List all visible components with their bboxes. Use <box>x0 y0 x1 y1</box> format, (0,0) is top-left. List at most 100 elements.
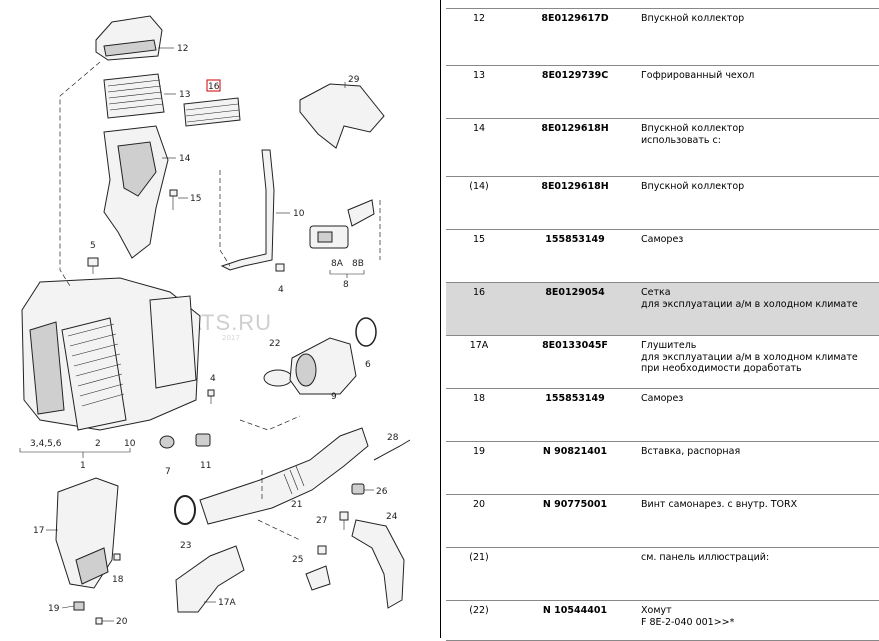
part-20-screw[interactable] <box>95 617 103 625</box>
position-cell: 14 <box>446 118 512 177</box>
table-row[interactable]: 15 155853149 Саморез <box>446 229 879 283</box>
description-cell: Хомут F 8E-2-040 001>>* <box>638 600 879 641</box>
part-number-cell[interactable]: 8E0129617D <box>512 8 638 66</box>
callout-21: 21 <box>291 500 302 510</box>
table-row[interactable]: 20 N 90775001 Винт самонарез. с внутр. T… <box>446 494 879 548</box>
table-row-selected[interactable]: 16 8E0129054 Сетка для эксплуатации а/м … <box>446 282 879 336</box>
part-number-cell[interactable]: N 90775001 <box>512 494 638 548</box>
part-22-clamp[interactable] <box>263 369 293 387</box>
part-5-bolt[interactable] <box>87 257 99 274</box>
callout-16-box <box>206 79 221 92</box>
part-27-screw[interactable] <box>339 511 349 530</box>
part-number-cell[interactable]: 8E0129618H <box>512 118 638 177</box>
callout-13: 13 <box>179 90 190 100</box>
part-number-cell[interactable]: 8E0129739C <box>512 65 638 119</box>
part-17A-silencer[interactable] <box>175 545 245 613</box>
callout-14: 14 <box>179 154 191 164</box>
callout-3-4-5-6: 3,4,5,6 <box>30 439 62 449</box>
callout-10-lower: 10 <box>124 439 136 449</box>
position-cell: 19 <box>446 441 512 495</box>
part-number-cell[interactable]: N 10544401 <box>512 600 638 641</box>
callout-7: 7 <box>165 467 171 477</box>
part-17-air-duct[interactable] <box>55 477 119 589</box>
part-24-hose[interactable] <box>351 519 405 609</box>
description-cell: Впускной коллектор <box>638 176 879 230</box>
part-26-grommet[interactable] <box>351 483 365 495</box>
part-19-spacer[interactable] <box>73 601 85 611</box>
table-row[interactable]: 17A 8E0133045F Глушитель для эксплуатаци… <box>446 335 879 389</box>
panel-divider <box>440 0 441 638</box>
description-cell: Впускной коллектор <box>638 8 879 66</box>
part-6-seal-ring[interactable] <box>355 317 377 347</box>
callout-20: 20 <box>116 617 128 627</box>
description-cell: Гофрированный чехол <box>638 65 879 119</box>
description-cell: см. панель иллюстраций: <box>638 547 879 601</box>
callout-5: 5 <box>90 241 96 251</box>
table-row[interactable]: (14) 8E0129618H Впускной коллектор <box>446 176 879 230</box>
part-14-intake-duct[interactable] <box>103 125 169 259</box>
table-row[interactable]: 13 8E0129739C Гофрированный чехол <box>446 65 879 119</box>
position-cell: 12 <box>446 8 512 66</box>
table-row[interactable]: (21) см. панель иллюстраций: <box>446 547 879 601</box>
part-8-air-mass-sensor[interactable] <box>309 199 375 249</box>
description-cell: Впускной коллектор использовать с: <box>638 118 879 177</box>
position-cell: 15 <box>446 229 512 283</box>
callout-28: 28 <box>387 433 399 443</box>
part-number-cell[interactable]: 155853149 <box>512 229 638 283</box>
part-number-cell[interactable]: 8E0129618H <box>512 176 638 230</box>
part-number-cell <box>512 547 638 601</box>
part-15-screw[interactable] <box>169 189 178 210</box>
callout-17A: 17A <box>218 598 236 608</box>
callout-26: 26 <box>376 487 388 497</box>
part-number-cell[interactable]: N 90821401 <box>512 441 638 495</box>
position-cell: 20 <box>446 494 512 548</box>
part-9-sensor-housing[interactable] <box>289 337 357 395</box>
part-18-screw[interactable] <box>113 553 121 561</box>
part-12-intake-manifold[interactable] <box>95 15 163 61</box>
part-4-screw-lower[interactable] <box>207 389 215 404</box>
part-4-bolt-upper[interactable] <box>275 263 285 272</box>
part-16-screen[interactable] <box>183 97 241 127</box>
part-number-cell[interactable]: 8E0129054 <box>512 282 638 336</box>
part-7-plug[interactable] <box>159 435 175 449</box>
position-cell: 13 <box>446 65 512 119</box>
callout-6: 6 <box>365 360 371 370</box>
table-row[interactable]: 14 8E0129618H Впускной коллектор использ… <box>446 118 879 177</box>
table-row[interactable]: 18 155853149 Саморез <box>446 388 879 442</box>
part-13-corrugated-boot[interactable] <box>103 73 165 119</box>
part-21-intake-hose[interactable] <box>199 427 369 525</box>
callout-2: 2 <box>95 439 101 449</box>
callout-16: 16 <box>208 82 220 92</box>
table-row[interactable]: 19 N 90821401 Вставка, распорная <box>446 441 879 495</box>
part-10-hose[interactable] <box>220 149 275 271</box>
part-1-air-filter-housing[interactable] <box>21 277 201 431</box>
part-number-cell[interactable]: 8E0133045F <box>512 335 638 389</box>
part-25-connector[interactable] <box>305 545 331 591</box>
callout-29: 29 <box>348 75 360 85</box>
callout-8: 8 <box>343 280 349 290</box>
part-number-cell[interactable]: 155853149 <box>512 388 638 442</box>
parts-table: 12 8E0129617D Впускной коллектор 13 8E01… <box>446 8 879 641</box>
callout-24: 24 <box>386 512 398 522</box>
position-cell: (22) <box>446 600 512 641</box>
callout-10: 10 <box>293 209 305 219</box>
callout-15: 15 <box>190 194 201 204</box>
callout-8B: 8B <box>352 259 364 269</box>
position-cell: 16 <box>446 282 512 336</box>
callout-11: 11 <box>200 461 211 471</box>
position-cell: 18 <box>446 388 512 442</box>
part-29-cover[interactable] <box>299 83 385 149</box>
table-row[interactable]: 12 8E0129617D Впускной коллектор <box>446 8 879 66</box>
callout-27: 27 <box>316 516 327 526</box>
callout-4-upper: 4 <box>278 285 284 295</box>
position-cell: 17A <box>446 335 512 389</box>
part-28-connector-hose[interactable] <box>373 439 411 461</box>
description-cell: Винт самонарез. с внутр. TORX <box>638 494 879 548</box>
description-cell: Вставка, распорная <box>638 441 879 495</box>
description-cell: Глушитель для эксплуатации а/м в холодно… <box>638 335 879 389</box>
part-11-grommet[interactable] <box>195 433 211 447</box>
table-row[interactable]: (22) N 10544401 Хомут F 8E-2-040 001>>* <box>446 600 879 641</box>
part-23-clamp[interactable] <box>174 495 196 525</box>
callout-19: 19 <box>48 604 60 614</box>
callout-23: 23 <box>180 541 191 551</box>
